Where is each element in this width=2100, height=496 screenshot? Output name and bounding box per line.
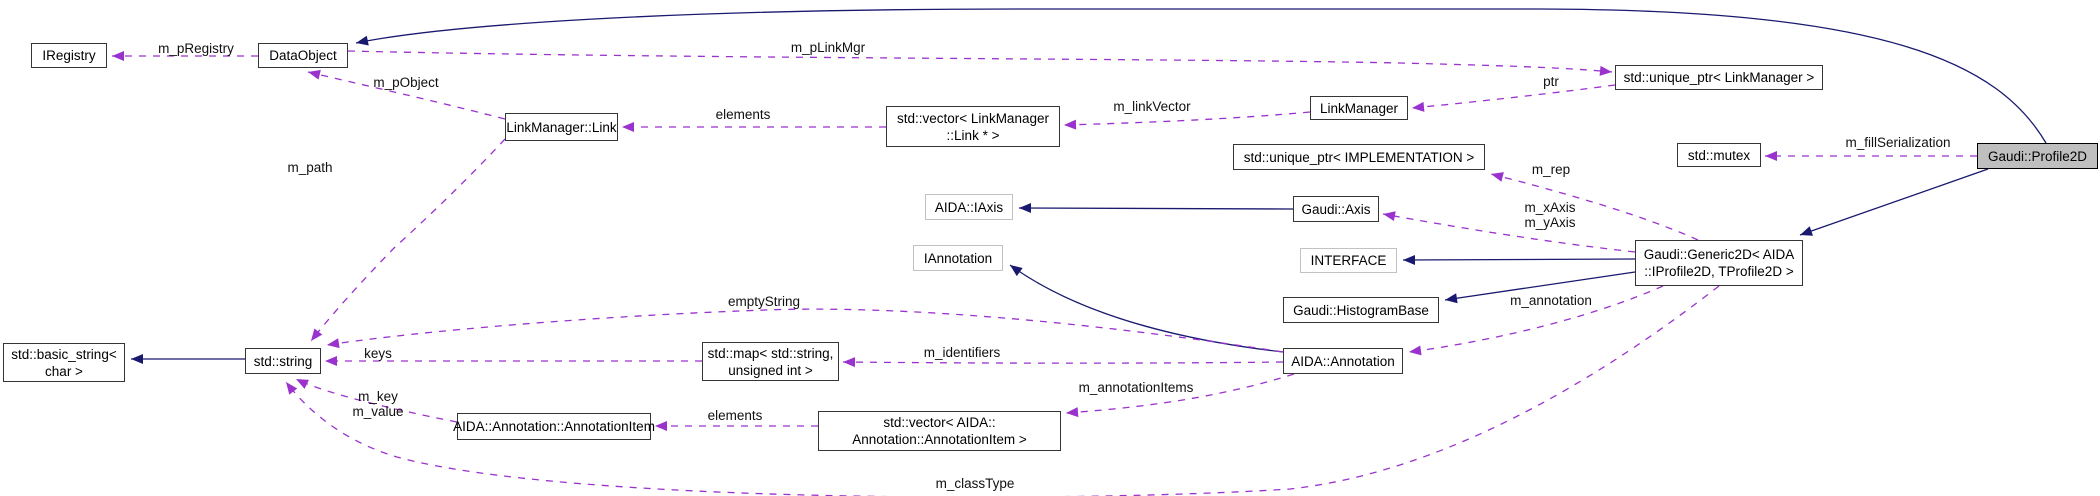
edge-label-m-linkvector: m_linkVector	[1113, 99, 1191, 114]
edge-m-identifiers	[842, 357, 1284, 368]
edge-label-emptystring: emptyString	[727, 294, 801, 309]
edge-label-m-classtype: m_classType	[935, 476, 1015, 491]
edge-inherit-profile2d-dataobject	[355, 8, 2047, 144]
edge-m-annotationitems	[1065, 373, 1295, 418]
node-aida-annotation[interactable]: AIDA::Annotation	[1283, 348, 1403, 374]
edge-label-m-plinkmgr: m_pLinkMgr	[790, 40, 866, 55]
edge-label-m-path: m_path	[287, 160, 333, 175]
edge-label-keys: keys	[364, 346, 392, 361]
edge-m-linkvector	[1063, 111, 1311, 130]
edge-emptystring	[326, 308, 1284, 353]
edge-label-elements-links: elements	[715, 107, 771, 122]
node-unique-ptr-implementation[interactable]: std::unique_ptr< IMPLEMENTATION >	[1233, 144, 1485, 170]
edge-label-m-pobject: m_pObject	[373, 75, 439, 90]
node-gaudi-axis[interactable]: Gaudi::Axis	[1293, 196, 1379, 222]
edge-m-xaxis-m-yaxis	[1382, 211, 1636, 253]
edge-label-ptr: ptr	[1543, 74, 1559, 89]
node-linkmanager-link[interactable]: LinkManager::Link	[505, 113, 618, 141]
edge-inherit-annotation-iannotation	[1009, 264, 1284, 353]
edge-inherit-profile2d-generic2d	[1799, 168, 1989, 236]
node-std-string[interactable]: std::string	[245, 348, 321, 374]
edge-label-m-annotationitems: m_annotationItems	[1078, 380, 1194, 395]
edge-ptr	[1411, 84, 1616, 112]
node-vector-annotation-items[interactable]: std::vector< AIDA:: Annotation::Annotati…	[818, 411, 1061, 451]
edge-label-elements-items: elements	[707, 408, 763, 423]
edge-label-m-identifiers: m_identifiers	[923, 345, 1001, 360]
edge-m-pobject	[307, 69, 506, 120]
node-unique-ptr-linkmanager[interactable]: std::unique_ptr< LinkManager >	[1615, 65, 1823, 90]
node-gaudi-profile2d: Gaudi::Profile2D	[1977, 143, 2098, 169]
edge-inherit-axis-iaxis	[1018, 203, 1294, 214]
node-std-map-string-uint[interactable]: std::map< std::string, unsigned int >	[702, 342, 839, 381]
edge-inherit-generic2d-histogrambase	[1444, 271, 1636, 304]
edge-m-rep	[1490, 172, 1699, 241]
edge-label-m-rep: m_rep	[1531, 162, 1571, 177]
edge-label-m-xaxis-m-yaxis: m_xAxis m_yAxis	[1524, 200, 1576, 230]
edge-m-path	[310, 138, 506, 342]
edge-m-key-m-value	[295, 378, 458, 423]
node-dataobject[interactable]: DataObject	[258, 43, 348, 68]
node-gaudi-histogrambase[interactable]: Gaudi::HistogramBase	[1283, 297, 1439, 323]
node-std-mutex[interactable]: std::mutex	[1677, 143, 1761, 167]
edge-m-annotation	[1408, 285, 1664, 356]
node-vector-linkmanager-link[interactable]: std::vector< LinkManager ::Link * >	[886, 106, 1060, 147]
edge-label-m-fillserialization: m_fillSerialization	[1845, 135, 1951, 150]
node-std-basic-string[interactable]: std::basic_string< char >	[3, 343, 125, 382]
node-iannotation: IAnnotation	[913, 245, 1003, 271]
node-aida-iaxis: AIDA::IAxis	[925, 194, 1013, 220]
node-linkmanager[interactable]: LinkManager	[1310, 96, 1408, 120]
node-interface: INTERFACE	[1300, 248, 1397, 273]
edge-inherit-generic2d-interface	[1402, 254, 1636, 265]
node-annotation-item[interactable]: AIDA::Annotation::AnnotationItem	[453, 413, 655, 440]
edge-label-m-key-m-value: m_key m_value	[352, 389, 404, 419]
node-iregistry[interactable]: IRegistry	[31, 43, 107, 68]
edge-label-m-pregistry: m_pRegistry	[158, 41, 234, 56]
node-gaudi-generic2d[interactable]: Gaudi::Generic2D< AIDA ::IProfile2D, TPr…	[1635, 240, 1803, 286]
edge-m-plinkmgr	[347, 50, 1613, 76]
edge-label-m-annotation: m_annotation	[1510, 293, 1592, 308]
